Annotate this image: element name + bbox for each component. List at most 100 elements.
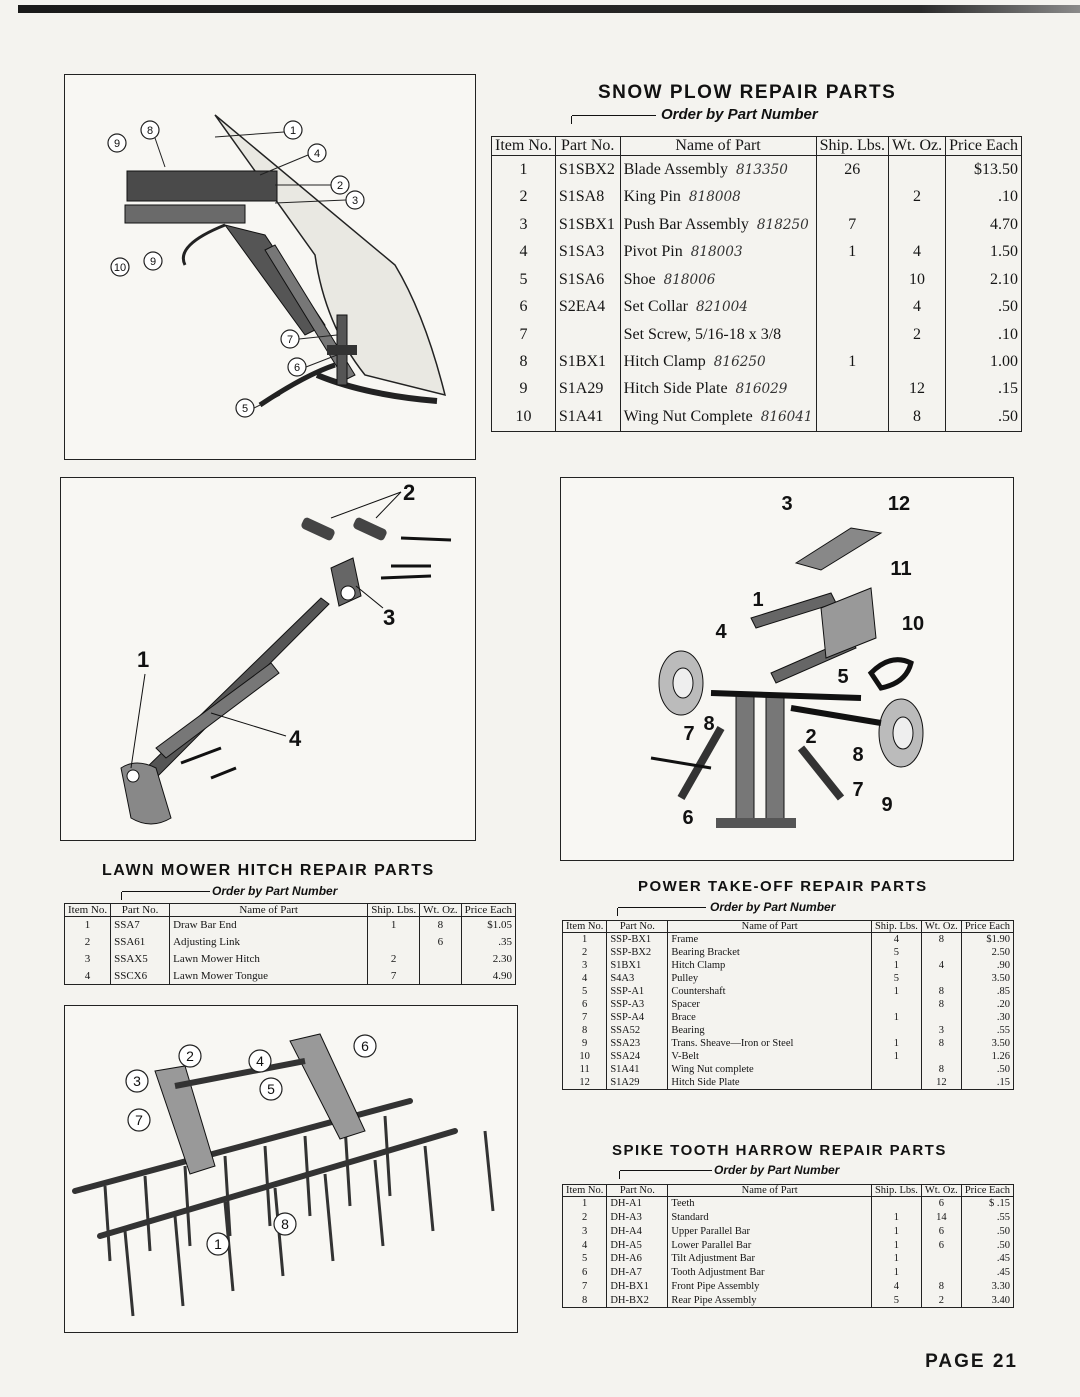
part-name: Lawn Mower Tongue: [169, 967, 369, 985]
weight-oz: 12: [887, 375, 947, 404]
part-number: SSP-BX2: [606, 946, 669, 960]
item-number: 5: [561, 1251, 608, 1266]
callout-6: 6: [294, 362, 300, 374]
part-number: SSP-A1: [606, 985, 669, 998]
lawn-mower-illustration: 2 3 1 4: [60, 477, 476, 841]
lawn-mower-table: Item No. Part No. Name of Part Ship. Lbs…: [63, 903, 517, 985]
callout-7: 7: [135, 1112, 143, 1128]
item-number: 4: [63, 967, 112, 985]
callout-3: 3: [133, 1073, 141, 1089]
part-number: S1SBX1: [554, 211, 621, 239]
item-number: 2: [63, 933, 112, 951]
weight-oz: 8: [920, 932, 962, 947]
part-name: Hitch Side Plate: [623, 380, 728, 398]
header-name: Name of Part: [667, 920, 872, 933]
ship-lbs: 1: [870, 1049, 922, 1063]
weight-oz: 8: [920, 1279, 962, 1294]
snow-plow-table: Item No. Part No. Name of Part Ship. Lbs…: [491, 136, 1022, 432]
callout-7b: 7: [852, 779, 863, 801]
item-number: 7: [561, 1010, 608, 1024]
price: .50: [945, 293, 1022, 321]
price: .35: [460, 933, 517, 951]
ship-lbs: 7: [815, 211, 889, 239]
part-number: S1A29: [554, 375, 621, 404]
item-number: 1: [491, 155, 556, 184]
price: 1.00: [945, 348, 1022, 376]
ship-lbs: 7: [367, 967, 421, 985]
ship-lbs: 5: [870, 972, 922, 986]
item-number: 3: [491, 211, 556, 239]
ship-lbs: 1: [870, 1010, 922, 1024]
lawn-mower-order-note: Order by Part Number: [212, 884, 338, 898]
weight-oz: [920, 946, 962, 960]
part-name: V-Belt: [667, 1049, 872, 1063]
item-number: 9: [491, 375, 556, 404]
weight-oz: 8: [920, 998, 962, 1011]
part-number: S1A41: [606, 1062, 669, 1076]
part-number: DH-A3: [606, 1210, 669, 1225]
item-number: 10: [561, 1049, 608, 1063]
ship-lbs: 1: [870, 1224, 922, 1239]
item-number: 11: [561, 1062, 608, 1076]
part-number: SSA7: [110, 916, 171, 934]
header-name: Name of Part: [667, 1184, 872, 1197]
part-number: S1SA6: [554, 266, 621, 294]
item-number: 1: [561, 932, 608, 947]
order-arrow: [619, 1170, 712, 1179]
harrow-table: Item No. Part No. Name of Part Ship. Lbs…: [561, 1184, 1015, 1308]
part-number: DH-BX1: [606, 1279, 669, 1294]
price: 2.30: [460, 950, 517, 968]
item-number: 7: [491, 320, 556, 349]
handwritten-note: 816250: [713, 354, 766, 371]
callout-1: 1: [137, 647, 149, 672]
header-item: Item No.: [561, 1184, 608, 1197]
part-number: DH-A4: [606, 1224, 669, 1239]
harrow-title: SPIKE TOOTH HARROW REPAIR PARTS: [612, 1142, 947, 1159]
weight-oz: 8: [419, 916, 462, 934]
callout-2: 2: [805, 726, 816, 748]
ship-lbs: [815, 320, 889, 349]
order-arrow: [617, 907, 706, 916]
item-number: 3: [63, 950, 112, 968]
callout-8: 8: [281, 1216, 289, 1232]
item-number: 7: [561, 1279, 608, 1294]
weight-oz: [887, 348, 947, 376]
part-number: SSP-BX1: [606, 932, 669, 947]
item-number: 12: [561, 1075, 608, 1090]
callout-9: 9: [114, 138, 120, 150]
ship-lbs: [367, 933, 421, 951]
part-number: S2EA4: [554, 293, 621, 321]
ship-lbs: 2: [367, 950, 421, 968]
ship-lbs: 1: [870, 985, 922, 998]
callout-3: 3: [383, 605, 395, 630]
price: 1.26: [960, 1049, 1015, 1063]
price: .15: [945, 375, 1022, 404]
price: 4.70: [945, 211, 1022, 239]
item-number: 3: [561, 959, 608, 973]
callout-5: 5: [267, 1081, 275, 1097]
price: $1.90: [960, 932, 1015, 947]
part-name: Rear Pipe Assembly: [667, 1293, 872, 1308]
item-number: 8: [491, 348, 556, 376]
weight-oz: [920, 1010, 962, 1024]
price: 3.50: [960, 972, 1015, 986]
part-name: Set Screw, 5/16-18 x 3/8: [623, 325, 782, 343]
ship-lbs: [815, 403, 889, 432]
weight-oz: [419, 967, 462, 985]
header-name: Name of Part: [619, 136, 817, 156]
weight-oz: [920, 972, 962, 986]
callout-4: 4: [256, 1053, 264, 1069]
order-arrow: [121, 891, 210, 900]
